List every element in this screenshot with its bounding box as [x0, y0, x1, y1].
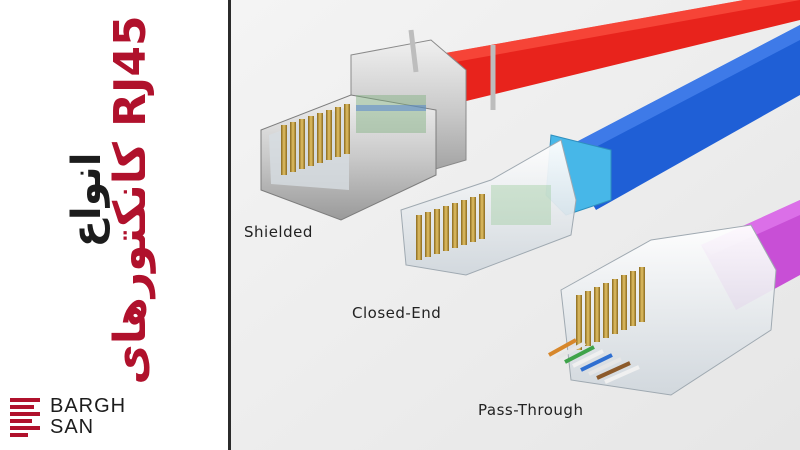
label-pass-through: Pass-Through	[478, 401, 584, 419]
gold-pins-1	[281, 104, 350, 175]
gold-pins-3	[576, 267, 645, 350]
vertical-title: انواع کانکتورهای RJ45	[63, 15, 156, 385]
brand-name: BARGH SAN	[50, 396, 126, 438]
title-panel: انواع کانکتورهای RJ45 BARGH SAN	[0, 0, 228, 450]
label-shielded: Shielded	[244, 223, 313, 241]
shielded-connector	[260, 0, 800, 221]
pass-through-wires	[548, 338, 640, 384]
panel-divider	[228, 0, 231, 450]
title-line-2: کانکتورهای RJ45	[104, 15, 156, 385]
pass-through-connector	[548, 200, 800, 396]
pass-through-body	[560, 224, 777, 396]
connectors-photo	[231, 0, 800, 450]
label-closed-end: Closed-End	[352, 304, 442, 322]
brand-mark-icon	[10, 398, 40, 437]
brand-name-line-1: BARGH	[50, 395, 127, 417]
gold-pins-2	[416, 194, 485, 260]
closed-end-connector	[400, 25, 800, 276]
title-line-1: انواع	[63, 152, 110, 248]
connectors-illustration	[231, 0, 800, 450]
brand-logo: BARGH SAN	[10, 394, 150, 444]
brand-name-line-2: SAN	[50, 416, 95, 438]
red-cable	[406, 0, 800, 112]
